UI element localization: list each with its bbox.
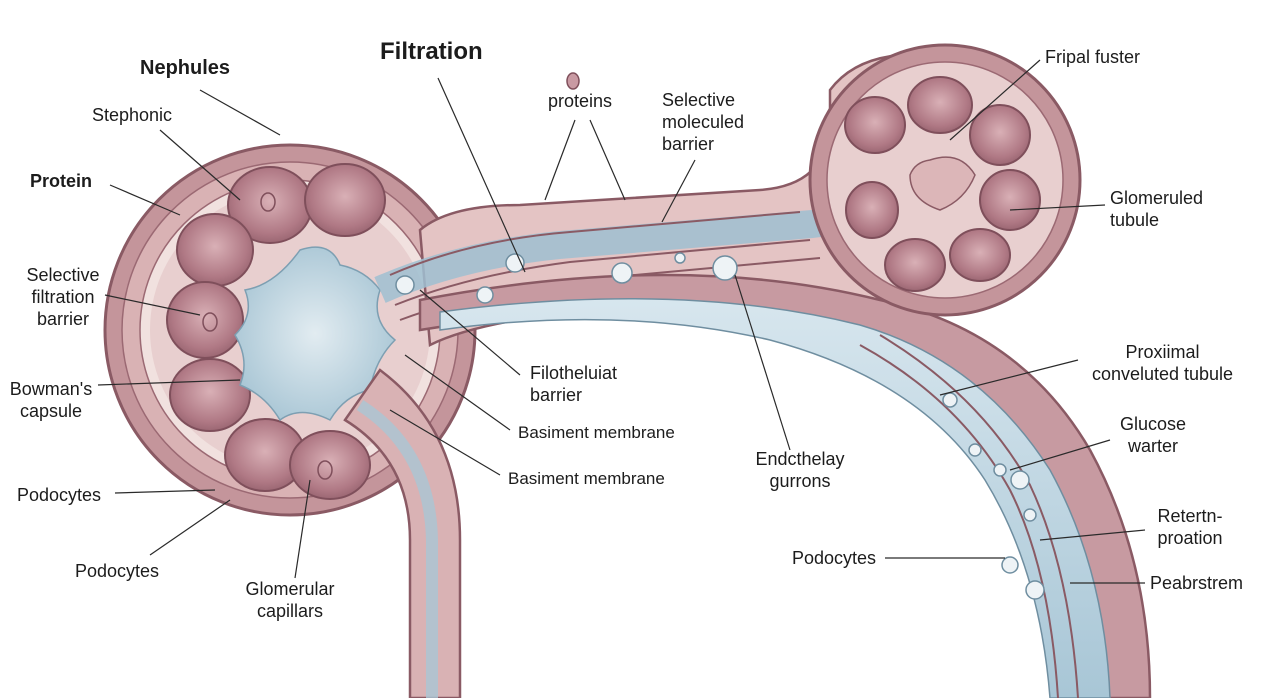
label-proximal-convoluted-tubule: Proxiimal conveluted tubule [1091,342,1234,384]
label-bowmans-capsule: Bowman's capsule [9,379,93,421]
glomerular-core [234,246,397,422]
label-basiment-membrane-2: Basiment membrane [508,469,665,488]
label-podocytes-right: Podocytes [792,548,877,568]
label-glomeruled-tubule: Glomeruled tubule [1110,188,1204,230]
label-filtration: Filtration [380,38,483,65]
label-endcthelay-gurrons: Endcthelay gurrons [755,449,845,491]
label-filotheluiat-barrier: Filotheluiat barrier [530,363,618,405]
label-proteins: proteins [548,91,613,111]
label-stephonic: Stephonic [92,105,173,125]
protein-droplet-icon [566,72,580,90]
label-podocytes-bottom: Podocytes [75,561,160,581]
label-glomerular-capillars: Glomerular capillars [245,579,335,621]
label-reterin-proation: Retertn- proation [1157,506,1223,548]
label-nephules: Nephules [140,57,231,79]
molecule-bubbles [395,252,1045,600]
label-selective-moleculed-barrier: Selective moleculed barrier [662,90,745,154]
label-podocytes-left: Podocytes [17,485,102,505]
label-glucose-warter: Glucose warter [1119,414,1187,456]
label-fripal-fuster: Fripal fuster [1045,47,1141,67]
right-glomerulus [808,43,1082,317]
leader-lines [97,59,1146,584]
label-protein: Protein [30,171,93,191]
label-peabrstrem: Peabrstrem [1150,573,1244,593]
label-selective-filtration-barrier: Selective filtration barrier [26,265,100,329]
label-basiment-membrane-1: Basiment membrane [518,423,675,442]
